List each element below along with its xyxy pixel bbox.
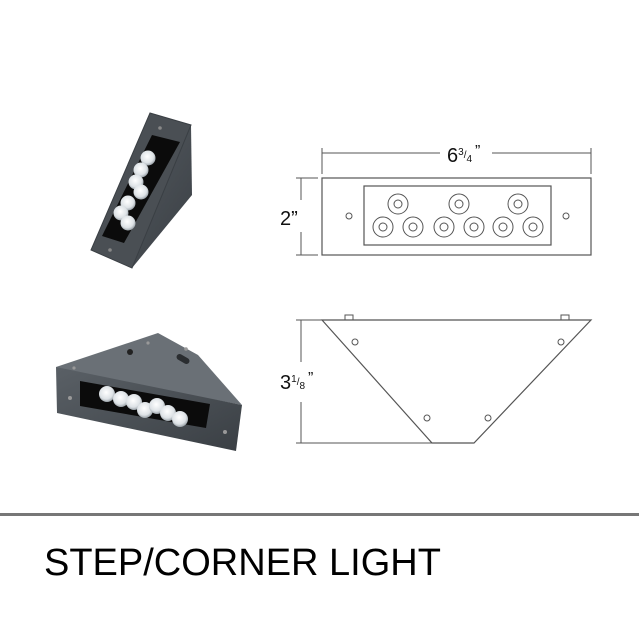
led-lens: [172, 411, 188, 427]
screw-hole: [484, 414, 492, 422]
faceplate-outline: [321, 177, 592, 256]
led-lens: [120, 215, 136, 231]
mounting-screw: [108, 248, 112, 252]
led-array: [99, 386, 188, 427]
cable-hole: [127, 349, 133, 355]
lens-window-outline: [363, 185, 552, 246]
side-profile-outline: [320, 319, 593, 444]
led-lens: [133, 162, 149, 178]
front-view-drawing: [296, 148, 592, 256]
fixture-photo-angled: [90, 112, 192, 269]
led-array: [113, 150, 156, 231]
screw-hole: [351, 338, 359, 346]
led-lens: [160, 405, 176, 421]
height-dimension-label: 2”: [280, 208, 298, 230]
mounting-tab: [560, 314, 570, 321]
led-outlines: [372, 193, 544, 238]
mounting-screw: [72, 366, 76, 370]
led-lens: [99, 386, 115, 402]
width-dimension-label: 63/4”: [447, 143, 480, 167]
section-divider: [0, 513, 639, 516]
mounting-screw: [146, 341, 150, 345]
product-title: STEP/CORNER LIGHT: [44, 542, 441, 584]
depth-dimension-label: 31/8”: [280, 370, 313, 394]
mounting-screw: [68, 396, 72, 400]
mounting-screw: [158, 126, 162, 130]
led-lens: [133, 184, 149, 200]
side-view-drawing: [296, 314, 593, 444]
led-lens: [126, 394, 142, 410]
screw-hole: [562, 212, 570, 220]
mounting-tab: [344, 314, 354, 321]
fixture-top-panel: [56, 333, 242, 405]
mounting-screw: [223, 430, 227, 434]
screw-hole: [345, 212, 353, 220]
screw-hole: [557, 338, 565, 346]
cable-slot: [176, 354, 190, 364]
screw-hole: [423, 414, 431, 422]
fixture-photo-corner: [56, 333, 242, 451]
mounting-screw: [184, 347, 188, 351]
led-lens: [140, 150, 156, 166]
led-lens: [113, 391, 129, 407]
